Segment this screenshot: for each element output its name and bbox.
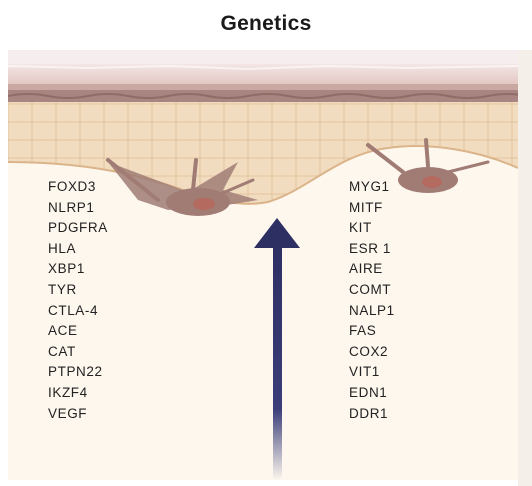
- gene-label: NALP1: [349, 301, 395, 322]
- gene-label: CTLA-4: [48, 301, 108, 322]
- gene-label: TYR: [48, 280, 108, 301]
- gene-label: PTPN22: [48, 362, 108, 383]
- gene-list-left: FOXD3 NLRP1 PDGFRA HLA XBP1 TYR CTLA-4 A…: [48, 177, 108, 424]
- neighbor-panel-edge: [518, 50, 532, 486]
- gene-label: ESR 1: [349, 239, 395, 260]
- gene-label: MITF: [349, 198, 395, 219]
- gene-label: AIRE: [349, 259, 395, 280]
- gene-label: KIT: [349, 218, 395, 239]
- gene-label: DDR1: [349, 404, 395, 425]
- gene-label: CAT: [48, 342, 108, 363]
- gene-label: FAS: [349, 321, 395, 342]
- gene-label: MYG1: [349, 177, 395, 198]
- gene-list-right: MYG1 MITF KIT ESR 1 AIRE COMT NALP1 FAS …: [349, 177, 395, 424]
- gene-label: ACE: [48, 321, 108, 342]
- gene-label: VIT1: [349, 362, 395, 383]
- upward-arrow-icon: [254, 218, 300, 480]
- gene-label: VEGF: [48, 404, 108, 425]
- gene-label: FOXD3: [48, 177, 108, 198]
- gene-label: COMT: [349, 280, 395, 301]
- gene-label: XBP1: [48, 259, 108, 280]
- gene-label: HLA: [48, 239, 108, 260]
- gene-label: NLRP1: [48, 198, 108, 219]
- diagram-title: Genetics: [0, 12, 532, 36]
- gene-label: IKZF4: [48, 383, 108, 404]
- gene-label: EDN1: [349, 383, 395, 404]
- gene-label: PDGFRA: [48, 218, 108, 239]
- surface-layer: [8, 50, 518, 64]
- gene-label: COX2: [349, 342, 395, 363]
